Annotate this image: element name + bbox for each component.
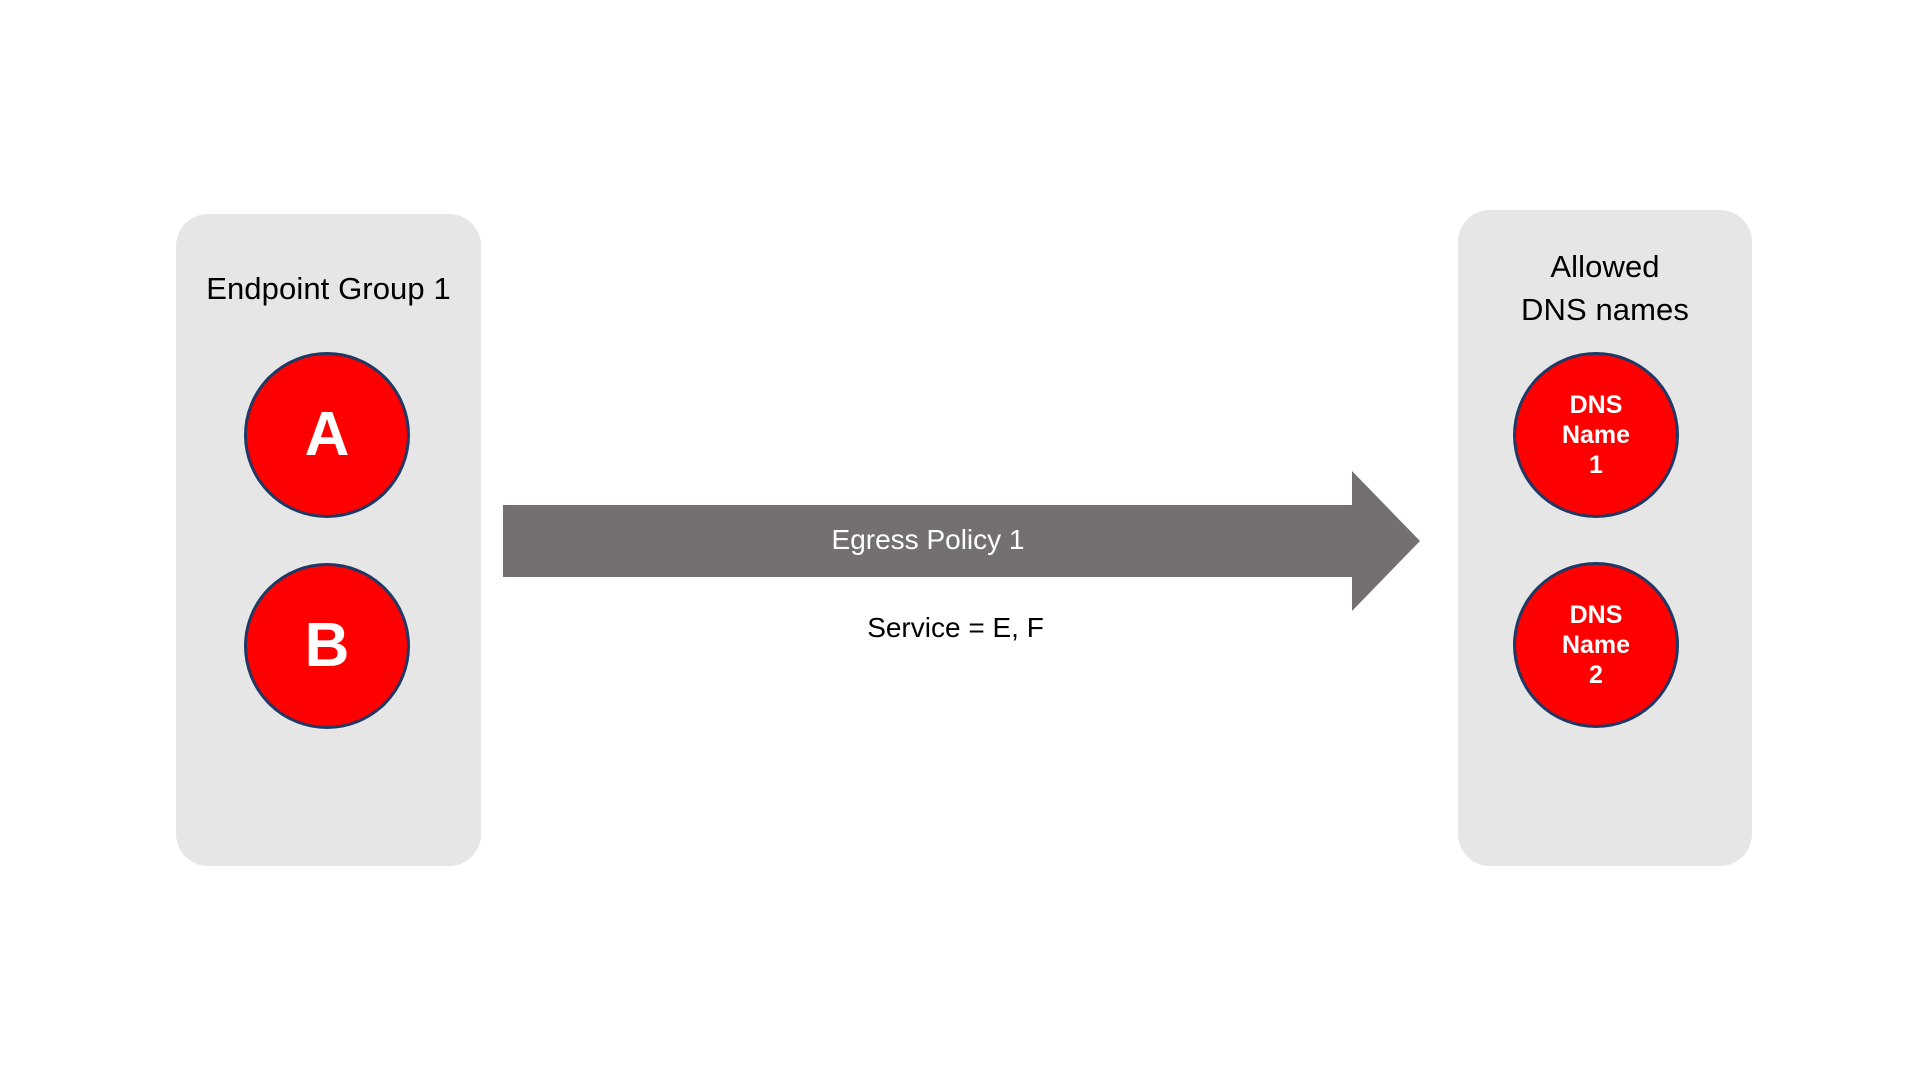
egress-policy-service-label: Service = E, F: [867, 612, 1044, 643]
dns-name-node-1-label: DNS Name 1: [1561, 391, 1631, 479]
endpoint-group-panel: Endpoint Group 1 A B: [176, 214, 481, 866]
endpoint-node-a: A: [244, 352, 410, 518]
endpoint-node-b-label: B: [304, 611, 350, 680]
egress-policy-label: Egress Policy 1: [831, 524, 1025, 555]
endpoint-group-title: Endpoint Group 1: [206, 271, 451, 306]
dns-name-node-2-label: DNS Name 2: [1561, 601, 1631, 689]
allowed-dns-names-title: Allowed DNS names: [1520, 249, 1689, 327]
endpoint-node-a-label: A: [304, 400, 350, 469]
egress-policy-arrow-icon: [503, 471, 1423, 611]
arrow-polygon: [503, 471, 1420, 611]
endpoint-node-b: B: [244, 563, 410, 729]
allowed-dns-names-panel: Allowed DNS names DNS Name 1 DNS Name 2: [1458, 210, 1752, 866]
arrow-shape-icon: [503, 471, 1420, 611]
dns-name-node-2: DNS Name 2: [1513, 562, 1679, 728]
dns-name-node-1: DNS Name 1: [1513, 352, 1679, 518]
